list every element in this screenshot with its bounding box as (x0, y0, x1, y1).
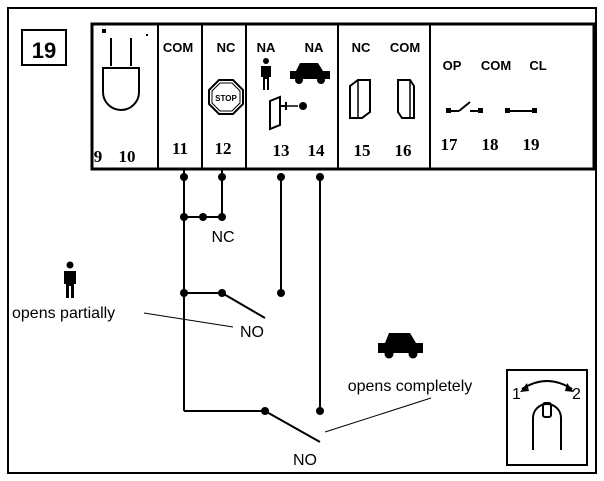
header-op: OP (443, 58, 462, 73)
key-switch-icon: 1 2 (506, 369, 588, 466)
header-cl: CL (529, 58, 546, 73)
leader-line (324, 397, 432, 433)
leader-line (143, 312, 234, 328)
header-na-partial: NA (257, 40, 276, 55)
limit-switch-icon (446, 101, 537, 113)
outer-frame (7, 7, 597, 474)
terminal-16: 16 (395, 141, 412, 160)
label-opens-completely: opens completely (348, 378, 473, 395)
wiring (183, 169, 321, 443)
terminal-13: 13 (273, 141, 290, 160)
header-nc: NC (217, 40, 236, 55)
terminal-10: 10 (119, 147, 136, 166)
terminal-15: 15 (354, 141, 371, 160)
connection-dots (180, 173, 324, 415)
lamp-icon (102, 29, 148, 111)
terminal-11: 11 (172, 139, 188, 158)
terminal-12: 12 (215, 139, 232, 158)
key-position-2: 2 (572, 386, 581, 403)
header-na-complete: NA (305, 40, 324, 55)
terminal-14: 14 (308, 141, 326, 160)
person-icon-wiring (64, 261, 76, 298)
terminal-18: 18 (482, 135, 499, 154)
terminal-17: 17 (441, 135, 459, 154)
person-icon (261, 58, 271, 90)
header-com: COM (163, 40, 193, 55)
stop-sign-icon: STOP (208, 79, 244, 115)
figure-number-box (21, 29, 67, 66)
header-nc-photocell: NC (352, 40, 371, 55)
figure-number: 19 (32, 38, 56, 63)
photocell-transmitter-icon (349, 79, 371, 119)
label-opens-partially: opens partially (12, 305, 115, 322)
photocell-icon (269, 95, 307, 131)
label-no-partial: NO (240, 324, 264, 341)
car-icon (290, 63, 330, 84)
terminal-9: 9 (94, 147, 103, 166)
stop-sign-text: STOP (215, 94, 237, 103)
car-icon-wiring (378, 333, 423, 359)
key-position-1: 1 (512, 386, 521, 403)
header-com-switch: COM (481, 58, 511, 73)
terminal-19: 19 (523, 135, 540, 154)
photocell-receiver-icon (397, 79, 415, 119)
label-nc: NC (211, 229, 234, 246)
header-com-photocell: COM (390, 40, 420, 55)
terminal-block (90, 22, 596, 171)
label-no-complete: NO (293, 452, 317, 469)
